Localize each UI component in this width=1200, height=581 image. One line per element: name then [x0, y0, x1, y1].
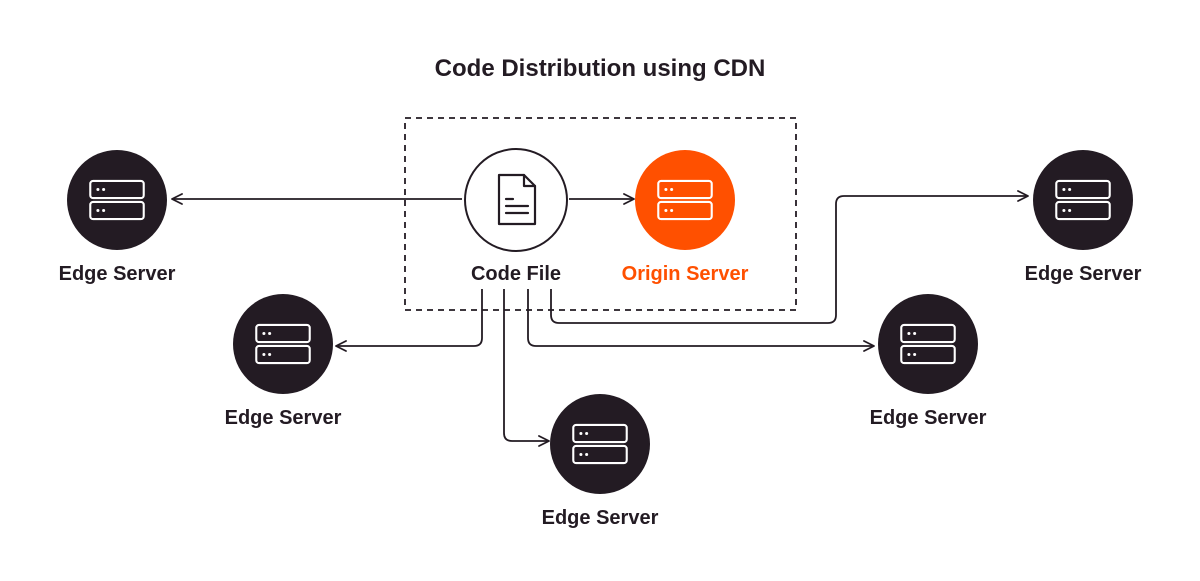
edge-server-right[interactable]: Edge Server: [1025, 150, 1142, 285]
edge-server-bottom-label: Edge Server: [542, 507, 659, 529]
edge-server-mid-left[interactable]: Edge Server: [225, 294, 342, 429]
edge-server-left[interactable]: Edge Server: [59, 150, 176, 285]
connector-code-to-edge-mid-left: [335, 289, 483, 352]
code-file-label: Code File: [471, 263, 561, 285]
edge-server-bottom[interactable]: Edge Server: [542, 394, 659, 529]
origin-server-label: Origin Server: [622, 263, 749, 285]
diagram-title: Code Distribution using CDN: [435, 55, 766, 82]
document-icon: [497, 173, 537, 226]
edge-server-right-label: Edge Server: [1025, 263, 1142, 285]
code-file-node[interactable]: Code File: [464, 148, 568, 285]
edge-server-left-label: Edge Server: [59, 263, 176, 285]
origin-group-box: [404, 117, 797, 311]
edge-server-mid-right[interactable]: Edge Server: [870, 294, 987, 429]
connector-code-to-edge-bottom: [503, 289, 550, 447]
connector-code-to-edge-mid-right: [527, 289, 875, 352]
connectors: [171, 190, 1029, 447]
connector-code-to-edge-right: [550, 190, 1029, 324]
origin-server-node[interactable]: Origin Server: [622, 150, 749, 285]
edge-server-mid-left-label: Edge Server: [225, 407, 342, 429]
edge-server-mid-right-label: Edge Server: [870, 407, 987, 429]
